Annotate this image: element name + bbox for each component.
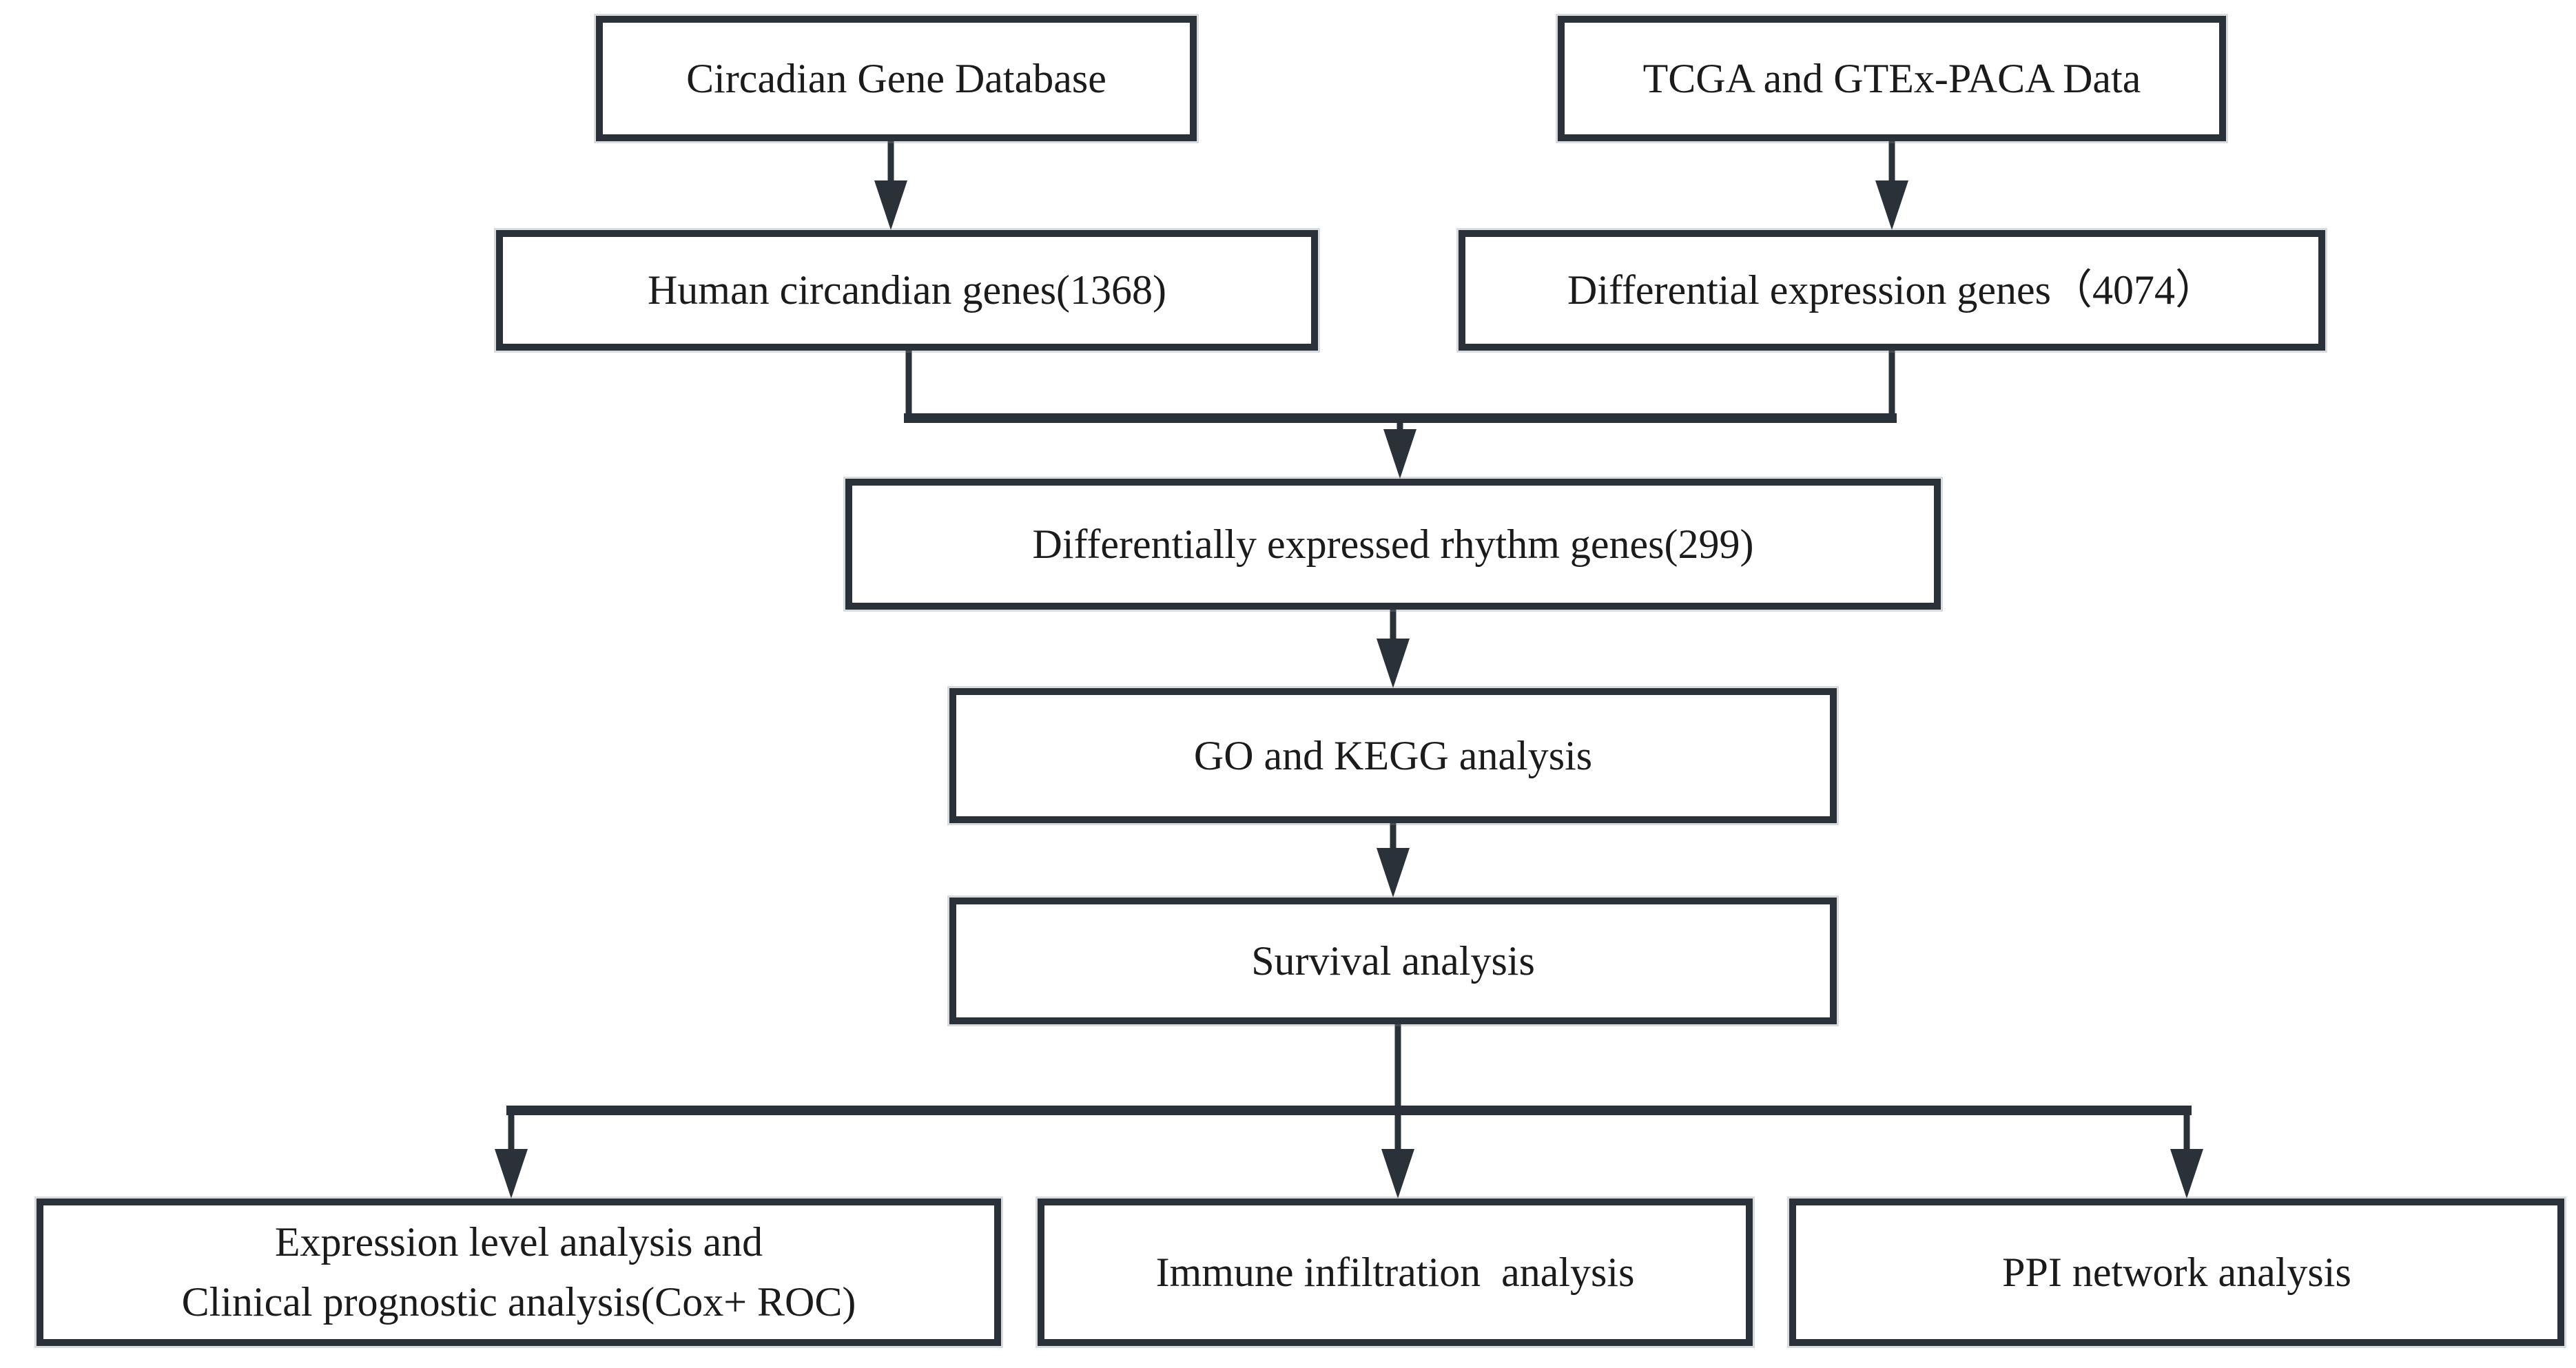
node-label: Clinical prognostic analysis(Cox+ ROC) (181, 1279, 856, 1325)
node-tcga-gtex-paca-data: TCGA and GTEx-PACA Data (1556, 14, 2228, 143)
node-differential-expression-genes: Differential expression genes（4074） (1456, 228, 2327, 353)
arrowhead-icon (1875, 180, 1908, 230)
arrowhead-icon (1381, 1149, 1414, 1199)
node-label: Differentially expressed rhythm genes(29… (1032, 521, 1754, 567)
arrowhead-icon (874, 180, 907, 230)
node-label: Differential expression genes（4074） (1567, 267, 2216, 313)
node-label: TCGA and GTEx-PACA Data (1642, 55, 2141, 101)
node-differentially-expressed-rhythm-genes: Differentially expressed rhythm genes(29… (843, 477, 1943, 612)
node-immune-infiltration-analysis: Immune infiltration analysis (1035, 1196, 1755, 1348)
arrowhead-icon (1377, 848, 1410, 898)
node-survival-analysis: Survival analysis (947, 895, 1839, 1026)
node-ppi-network-analysis: PPI network analysis (1787, 1196, 2566, 1348)
node-label: PPI network analysis (2002, 1249, 2351, 1295)
arrowhead-icon (1383, 429, 1416, 479)
node-label: GO and KEGG analysis (1193, 732, 1593, 778)
node-human-circadian-genes: Human circandian genes(1368) (494, 228, 1320, 353)
node-label: Survival analysis (1251, 937, 1535, 984)
arrowhead-icon (495, 1149, 528, 1199)
node-label: Human circandian genes(1368) (647, 267, 1167, 313)
node-label: Immune infiltration analysis (1155, 1249, 1635, 1295)
node-label: Circadian Gene Database (686, 55, 1106, 101)
arrowhead-icon (2170, 1149, 2203, 1199)
node-label: Expression level analysis and (274, 1219, 763, 1265)
node-circadian-gene-database: Circadian Gene Database (594, 14, 1199, 143)
node-go-kegg-analysis: GO and KEGG analysis (947, 686, 1839, 825)
arrowhead-icon (1377, 639, 1410, 688)
